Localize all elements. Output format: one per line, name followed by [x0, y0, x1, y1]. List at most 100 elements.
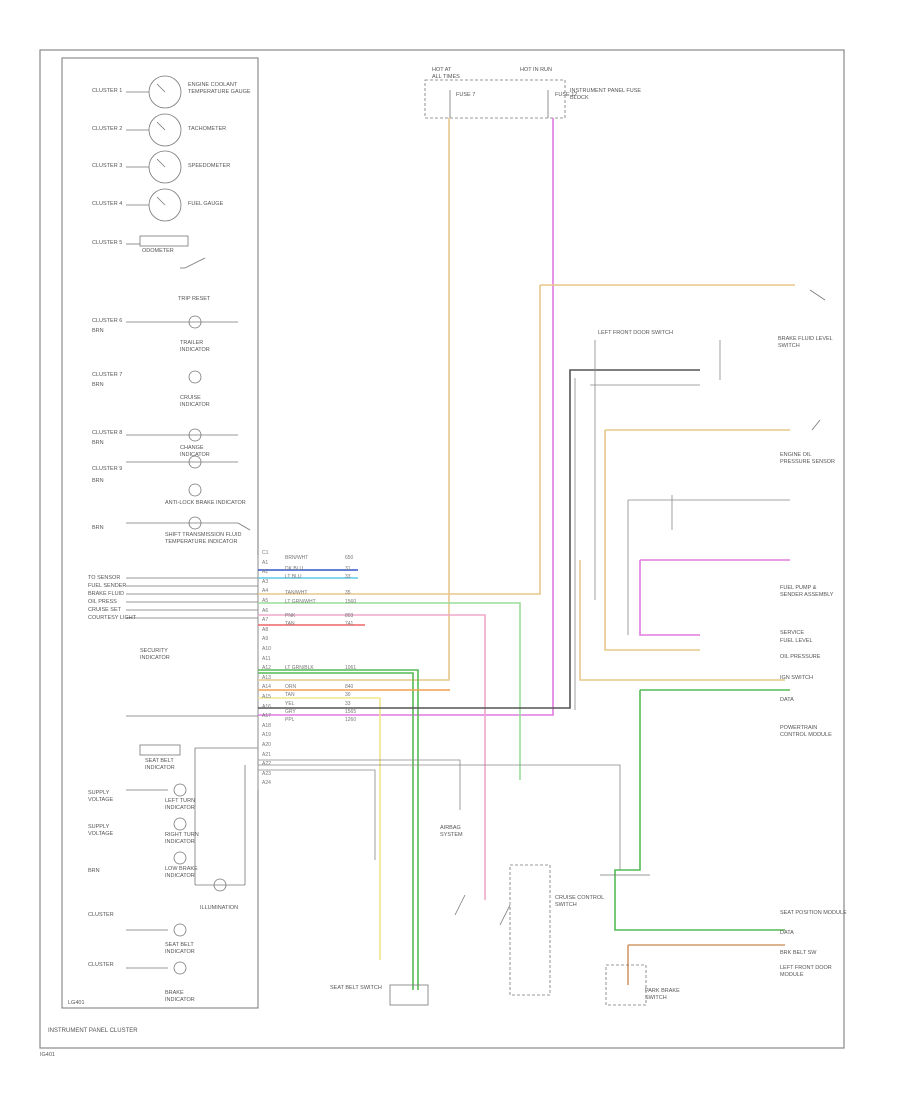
fuse-block-label: INSTRUMENT PANEL FUSE BLOCK: [570, 88, 642, 101]
component-label: POWERTRAIN CONTROL MODULE: [780, 725, 832, 738]
signal-label: COURTESY LIGHT: [88, 615, 137, 621]
connector-pin: A4: [262, 588, 269, 595]
component-label: SEAT POSITION MODULE: [780, 910, 847, 916]
cluster-item-sub: BRN: [92, 478, 104, 484]
right-pin: BRK BELT SW: [780, 950, 817, 956]
right-pin: DATA: [780, 697, 794, 703]
wire-tag: LT GRN/WHT: [285, 599, 316, 605]
gauge-left-label: CLUSTER 2: [92, 126, 123, 132]
gauge-left-label: CLUSTER 4: [92, 201, 123, 207]
connector-pin: A8: [262, 626, 269, 633]
lower-item-label: RIGHT TURN INDICATOR: [165, 832, 199, 845]
wire-pin: 1565: [345, 709, 357, 715]
connector-pin: A9: [262, 636, 269, 643]
wire-tag: GRY: [285, 709, 296, 715]
cluster-item-sub: BRN: [92, 382, 104, 388]
component-label: SEAT BELT SWITCH: [330, 985, 382, 991]
signal-lines: [126, 577, 258, 717]
lower-item-left: CLUSTER: [88, 962, 114, 968]
cluster-item-sub: BRN: [92, 525, 104, 531]
cluster-item-left: CLUSTER 6: [92, 318, 123, 324]
connector-pin: A23: [262, 770, 271, 777]
cluster-footer: LG401: [68, 1000, 85, 1006]
connector-pin: A7: [262, 617, 269, 624]
connector-pin: A22: [262, 761, 271, 768]
lower-item-left: SUPPLY VOLTAGE: [88, 790, 114, 803]
signal-label: FUEL SENDER: [88, 583, 127, 589]
right-pin: FUEL LEVEL: [780, 638, 813, 644]
wire-tag: LT GRN/BLK: [285, 665, 314, 671]
connector-pin: A11: [262, 655, 271, 662]
wire-pin: 1061: [345, 665, 357, 671]
cluster-item-label: CHANGE INDICATOR: [180, 445, 210, 458]
cluster-title: INSTRUMENT PANEL CLUSTER: [48, 1028, 138, 1034]
wire-pin: 803: [345, 613, 354, 619]
gauge-left-label: CLUSTER 1: [92, 88, 123, 94]
wire-tag: PNK: [285, 613, 296, 619]
connector-pin: A19: [262, 732, 271, 739]
connector-pin: A15: [262, 694, 271, 700]
connector-pin: A17: [262, 713, 271, 720]
wire-pin: 1560: [345, 599, 357, 605]
lower-item-label: SEAT BELT INDICATOR: [145, 758, 175, 771]
lower-internal: [126, 744, 258, 975]
right-pin: IGN SWITCH: [780, 675, 813, 681]
connector-pin: A20: [262, 742, 271, 748]
lower-item-label: LOW BRAKE INDICATOR: [165, 866, 198, 879]
component-label: FUEL PUMP & SENDER ASSEMBLY: [780, 585, 834, 598]
connector-pin: A18: [262, 722, 271, 729]
wire-pin: 33: [345, 574, 351, 580]
fuse-label: HOT IN RUN: [520, 67, 552, 73]
fuse-boxes: [424, 79, 566, 119]
connector-pin: A21: [262, 751, 271, 758]
lower-item-label: LEFT TURN INDICATOR: [165, 798, 196, 811]
signal-label: CRUISE SET: [88, 607, 122, 613]
wire-pin: 33: [345, 701, 351, 707]
signal-label: BRAKE FLUID: [88, 591, 125, 597]
indicator-group: [126, 315, 251, 531]
connector-pin: A5: [262, 598, 269, 604]
wires: [258, 118, 795, 990]
wire-tag: PPL: [285, 717, 295, 723]
signal-label: TO SENSOR: [88, 575, 121, 581]
cluster-item-left: CLUSTER 7: [92, 372, 123, 378]
odometer-group: [126, 235, 206, 269]
fuse-id: FUSE 12: [555, 92, 578, 98]
component-label: AIRBAG SYSTEM: [440, 825, 463, 838]
component-label: ENGINE OIL PRESSURE SENSOR: [780, 452, 836, 465]
gauge-label: FUEL GAUGE: [188, 201, 224, 207]
connector-pin: A16: [262, 703, 271, 710]
lower-item-label: BRAKE INDICATOR: [165, 990, 195, 1003]
connector-pin: A10: [262, 646, 271, 652]
connector-pin: A13: [262, 674, 271, 681]
wire-tag: TAN/WHT: [285, 590, 308, 596]
component-label: BRAKE FLUID LEVEL SWITCH: [778, 336, 833, 349]
cluster-item-label: ODOMETER: [142, 248, 174, 254]
lower-item-left: SUPPLY VOLTAGE: [88, 824, 114, 837]
cluster-item-label: ANTI-LOCK BRAKE INDICATOR: [165, 500, 246, 506]
lower-item-label: SEAT BELT INDICATOR: [165, 942, 195, 955]
page-tag: IG401: [40, 1052, 55, 1058]
connector-pin: A14: [262, 684, 271, 691]
fuse-label: HOT AT ALL TIMES: [432, 67, 460, 80]
connector-pin: A2: [262, 569, 269, 576]
right-thin-lines: [258, 340, 790, 870]
wire-pin: 31: [345, 566, 351, 572]
connector-pin: C1: [262, 550, 269, 556]
signal-label: OIL PRESS: [88, 599, 117, 605]
wire-pin: 30: [345, 692, 351, 698]
connector-pin: A1: [262, 559, 269, 566]
bottom-components: [389, 289, 826, 1006]
connector-pin: A6: [262, 607, 269, 614]
connector-pin: A3: [262, 578, 269, 585]
cluster-box: [61, 57, 259, 1009]
wire-tag: YEL: [285, 701, 295, 707]
right-pin: OIL PRESSURE: [780, 654, 821, 660]
wire-pin: 1260: [345, 717, 357, 723]
wire-pin: 35: [345, 590, 351, 596]
component-label: PARK BRAKE SWITCH: [645, 988, 680, 1001]
wire-pin: 650: [345, 555, 354, 561]
outer-frame: [39, 49, 845, 1049]
component-label: LEFT FRONT DOOR MODULE: [780, 965, 832, 978]
wire-tag: BRN/WHT: [285, 555, 309, 561]
